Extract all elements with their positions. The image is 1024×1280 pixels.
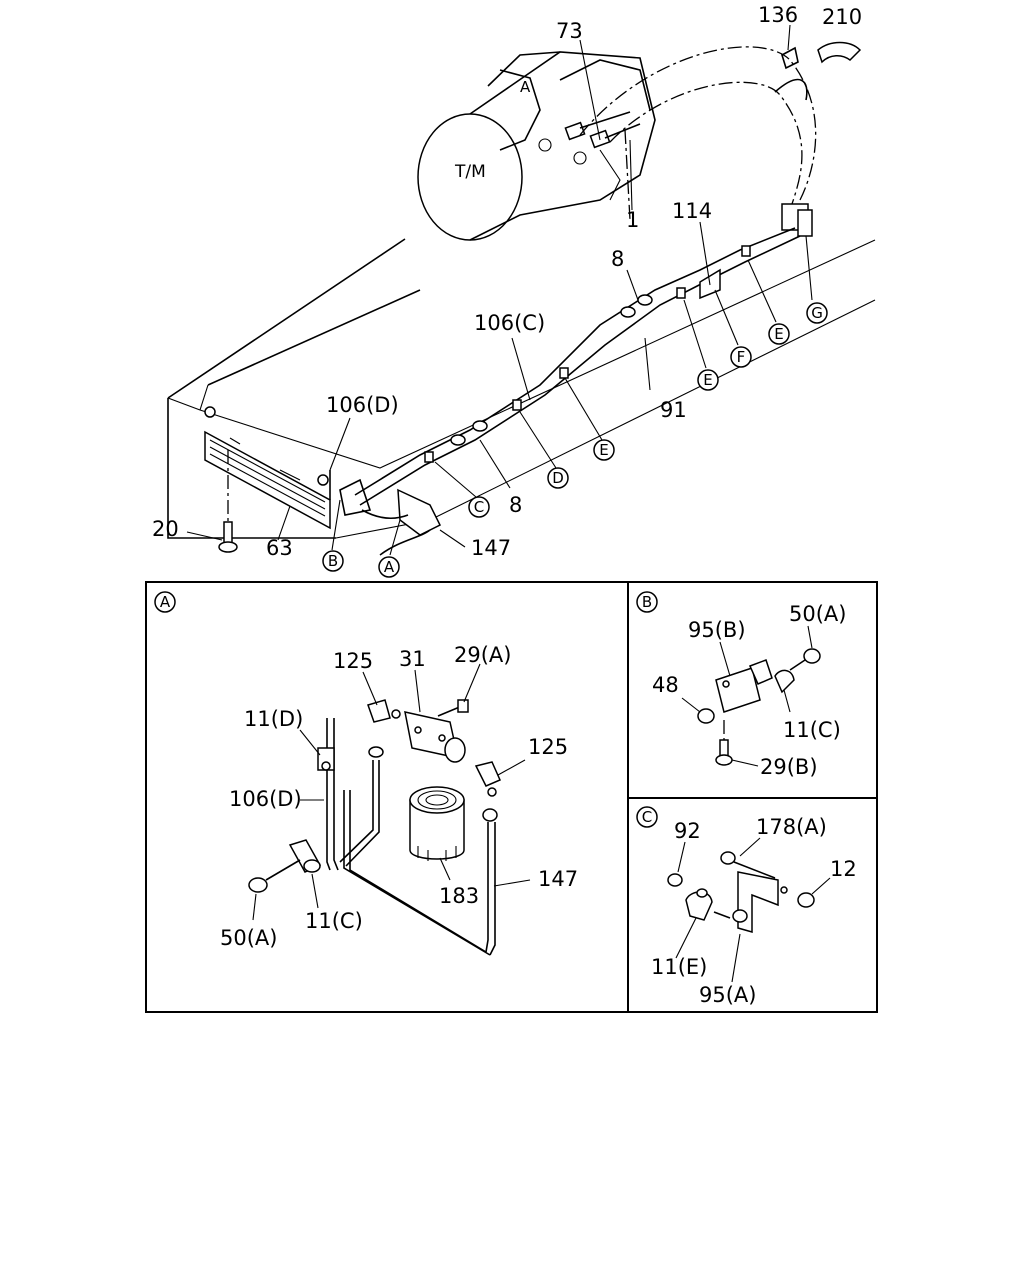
label-106d: 106(D) bbox=[326, 393, 399, 417]
panel-b-marker: B bbox=[642, 593, 652, 611]
panel-a-label-50a: 50(A) bbox=[220, 926, 277, 950]
oil-cooler bbox=[204, 406, 331, 530]
detail-panel-a: A bbox=[154, 591, 578, 956]
panel-a-label-31: 31 bbox=[399, 647, 426, 671]
svg-text:E: E bbox=[774, 325, 783, 343]
detail-panel-b: B 95(B) 50(A) 48 11(C) 29(B) bbox=[636, 591, 846, 779]
marker-e2: E bbox=[697, 369, 719, 391]
panel-a-label-11d: 11(D) bbox=[244, 707, 303, 731]
marker-c: C bbox=[468, 496, 490, 518]
tm-label: T/M bbox=[454, 162, 486, 182]
label-8: 8 bbox=[611, 247, 624, 271]
label-136: 136 bbox=[758, 3, 798, 27]
panel-a-label-125: 125 bbox=[333, 649, 373, 673]
panel-a-label-11c: 11(C) bbox=[305, 909, 363, 933]
panel-b-label-29b: 29(B) bbox=[760, 755, 818, 779]
panel-b-label-48: 48 bbox=[652, 673, 679, 697]
main-view: T/M A bbox=[152, 3, 876, 578]
panel-b-label-50a: 50(A) bbox=[789, 602, 846, 626]
panel-c-label-92: 92 bbox=[674, 819, 701, 843]
marker-e3: E bbox=[593, 439, 615, 461]
panel-a-marker: A bbox=[160, 593, 171, 611]
label-91: 91 bbox=[660, 398, 687, 422]
panel-b-label-11c: 11(C) bbox=[783, 718, 841, 742]
transmission: T/M A bbox=[417, 51, 656, 241]
svg-text:C: C bbox=[474, 498, 484, 516]
panel-c-label-11e: 11(E) bbox=[651, 955, 707, 979]
svg-text:D: D bbox=[552, 469, 564, 487]
panel-a-label-125b: 125 bbox=[528, 735, 568, 759]
marker-b: B bbox=[322, 550, 344, 572]
label-73: 73 bbox=[556, 19, 583, 43]
marker-f: F bbox=[730, 346, 752, 368]
marker-d: D bbox=[547, 467, 569, 489]
svg-text:E: E bbox=[703, 371, 712, 389]
svg-text:E: E bbox=[599, 441, 608, 459]
label-1: 1 bbox=[626, 208, 639, 232]
panel-c-label-95a: 95(A) bbox=[699, 983, 756, 1007]
panel-c-label-12: 12 bbox=[830, 857, 857, 881]
panel-c-label-178a: 178(A) bbox=[756, 815, 827, 839]
label-147: 147 bbox=[471, 536, 511, 560]
svg-text:B: B bbox=[328, 552, 338, 570]
marker-g: G bbox=[806, 302, 828, 324]
svg-text:A: A bbox=[384, 558, 395, 576]
label-114: 114 bbox=[672, 199, 712, 223]
marker-a: A bbox=[378, 556, 400, 578]
detail-panel-c: C 92 178(A) 12 11(E) 95(A) bbox=[636, 806, 857, 1007]
label-20: 20 bbox=[152, 517, 179, 541]
panel-a-label-29a: 29(A) bbox=[454, 643, 511, 667]
panel-a-label-106d: 106(D) bbox=[229, 787, 302, 811]
svg-text:F: F bbox=[737, 348, 746, 366]
panel-a-label-183: 183 bbox=[439, 884, 479, 908]
panel-b-label-95b: 95(B) bbox=[688, 618, 746, 642]
label-210: 210 bbox=[822, 5, 862, 29]
label-8b: 8 bbox=[509, 493, 522, 517]
label-63: 63 bbox=[266, 536, 293, 560]
svg-text:G: G bbox=[811, 304, 823, 322]
transmission-a-label: A bbox=[520, 78, 531, 96]
marker-e1: E bbox=[768, 323, 790, 345]
panel-a-label-147: 147 bbox=[538, 867, 578, 891]
label-106c: 106(C) bbox=[474, 311, 545, 335]
panel-c-marker: C bbox=[642, 808, 652, 826]
